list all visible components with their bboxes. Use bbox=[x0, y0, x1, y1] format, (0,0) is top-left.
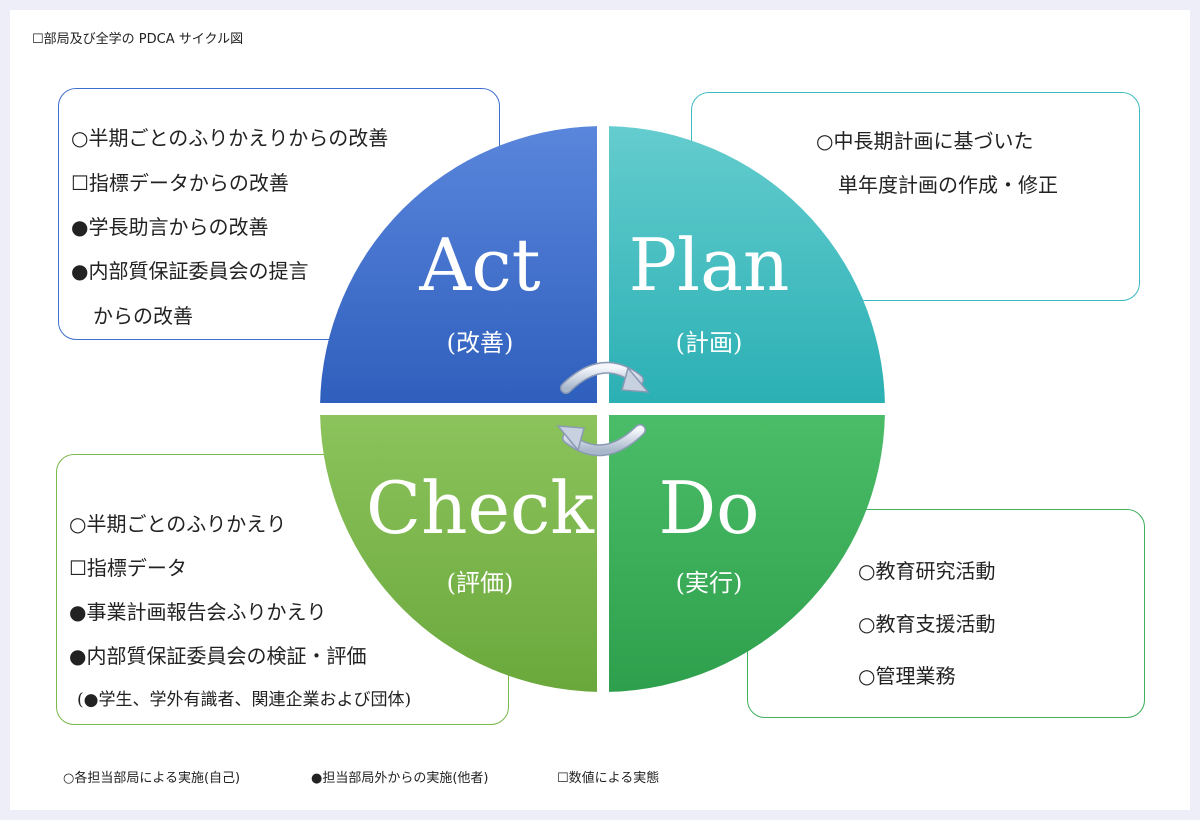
do-title: Do bbox=[658, 466, 759, 550]
diagram-title: ☐部局及び全学の PDCA サイクル図 bbox=[32, 32, 244, 47]
act-item-1: ○半期ごとのふりかえりからの改善 bbox=[71, 126, 389, 150]
check-quadrant bbox=[320, 415, 597, 692]
do-quadrant bbox=[609, 415, 885, 692]
act-item-2: ☐指標データからの改善 bbox=[71, 171, 289, 195]
check-item-2: ☐指標データ bbox=[69, 556, 187, 580]
legend-numeric: ☐数値による実態 bbox=[557, 771, 660, 786]
act-title: Act bbox=[418, 223, 540, 307]
act-box: ○半期ごとのふりかえりからの改善 ☐指標データからの改善 ●学長助言からの改善 … bbox=[58, 88, 500, 340]
act-item-5: からの改善 bbox=[93, 304, 193, 328]
do-subtitle: (実行) bbox=[676, 569, 743, 597]
act-item-3: ●学長助言からの改善 bbox=[71, 215, 269, 239]
check-item-4: ●内部質保証委員会の検証・評価 bbox=[69, 644, 367, 668]
act-quadrant bbox=[320, 126, 597, 403]
check-item-3: ●事業計画報告会ふりかえり bbox=[69, 600, 327, 624]
check-item-5: (●学生、学外有識者、関連企業および団体) bbox=[77, 690, 412, 710]
plan-item-1: ○中長期計画に基づいた bbox=[816, 129, 1034, 153]
plan-item-2: 単年度計画の作成・修正 bbox=[838, 173, 1058, 197]
check-title: Check bbox=[366, 466, 595, 550]
plan-title: Plan bbox=[629, 223, 790, 307]
check-subtitle: (評価) bbox=[447, 569, 514, 597]
plan-subtitle: (計画) bbox=[676, 329, 743, 357]
plan-quadrant bbox=[609, 126, 885, 403]
cycle-arrow-bottom-icon bbox=[556, 424, 646, 457]
do-item-3: ○管理業務 bbox=[858, 664, 956, 688]
check-item-1: ○半期ごとのふりかえり bbox=[69, 512, 287, 536]
do-item-1: ○教育研究活動 bbox=[858, 559, 996, 583]
act-subtitle: (改善) bbox=[447, 329, 514, 357]
act-item-4: ●内部質保証委員会の提言 bbox=[71, 259, 309, 283]
legend-self: ○各担当部局による実施(自己) bbox=[63, 771, 241, 786]
legend-other: ●担当部局外からの実施(他者) bbox=[311, 771, 489, 786]
do-item-2: ○教育支援活動 bbox=[858, 612, 996, 636]
cycle-arrow-top-icon bbox=[560, 361, 650, 394]
